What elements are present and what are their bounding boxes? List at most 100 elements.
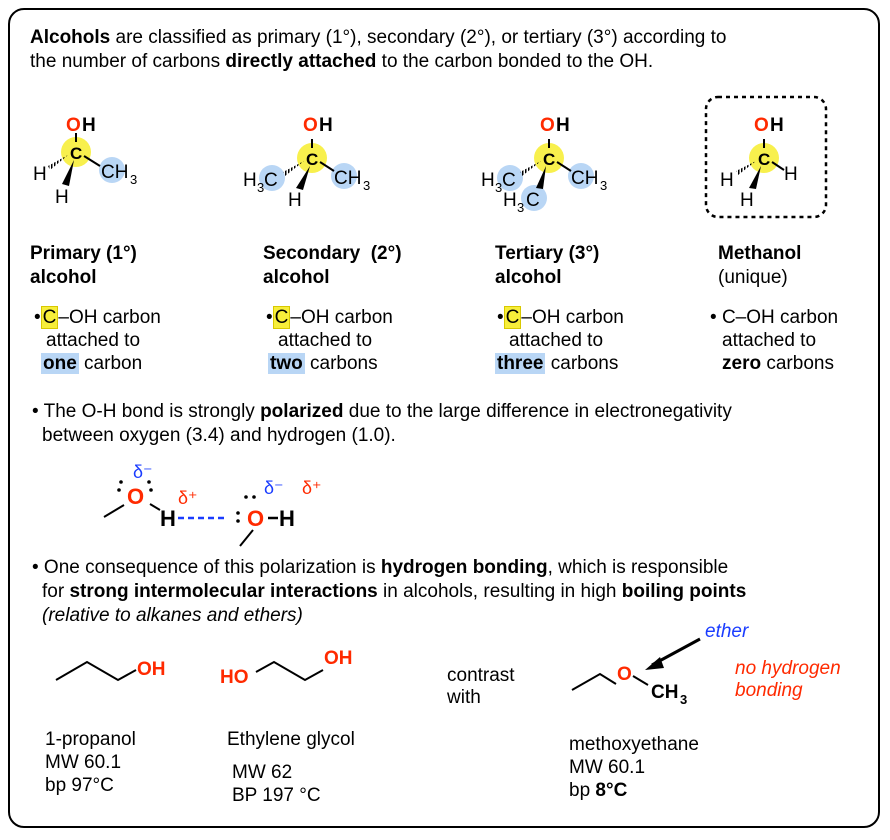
subscript: 3 xyxy=(680,692,687,707)
bullet-text: carbons xyxy=(545,353,619,374)
class-title: Methanol xyxy=(718,243,802,264)
carbon-count: one xyxy=(41,353,79,374)
intro-line-1: Alcohols are classified as primary (1°),… xyxy=(30,26,726,50)
boiling-point: BP 197 °C xyxy=(232,785,321,806)
carbon-count: zero xyxy=(722,353,762,374)
hydrogen-atom: H xyxy=(720,170,734,191)
bullet-count: zero carbons xyxy=(722,352,834,376)
keyword: polarized xyxy=(260,401,344,422)
partial-negative-label: δ⁻ xyxy=(264,478,284,498)
hydrogen-atom: H xyxy=(319,115,333,136)
hydrogen-atom: H xyxy=(556,115,570,136)
hydrogen-atom: H xyxy=(243,170,257,191)
contrast-label: with xyxy=(447,687,481,708)
hydrogen-atom: H xyxy=(82,115,96,136)
hydrogen-atom: H xyxy=(740,190,754,211)
molecular-weight: MW 60.1 xyxy=(569,757,646,778)
bullet-text: attached to xyxy=(722,330,817,351)
bullet-text: attached to xyxy=(46,330,141,351)
bullet-text: carbon xyxy=(78,353,143,374)
text: in alcohols, resulting in high xyxy=(377,581,622,602)
subscript: 3 xyxy=(363,178,370,193)
bullet-mark: • xyxy=(710,307,717,328)
hydrogen-atom: H xyxy=(55,187,69,208)
carbon-atom: C xyxy=(264,170,278,191)
tertiary-alcohol-structure: O H C H 3 C CH 3 H 3 C xyxy=(481,115,607,215)
methyl-group: CH xyxy=(651,682,678,703)
hydrogen-atom: H xyxy=(503,190,517,211)
compound-name: Ethylene glycol xyxy=(227,729,355,750)
carbon-atom: C xyxy=(758,150,770,169)
hydrogen-bond-diagram: δ⁻ O H δ⁺ δ⁻ O H δ⁺ xyxy=(103,462,322,547)
bullet-text: attached to xyxy=(509,330,604,351)
propanol-structure: OH xyxy=(55,659,166,682)
bullet-count: two carbons xyxy=(268,352,378,376)
diagram-frame xyxy=(8,8,880,828)
polarization-line-2: between oxygen (3.4) and hydrogen (1.0). xyxy=(42,425,396,446)
methanol-structure: O H C H H H xyxy=(704,95,828,219)
hydrogen-atom: H xyxy=(279,506,295,531)
class-bullet: • C–OH carbon xyxy=(710,306,838,330)
subscript: 3 xyxy=(257,180,264,195)
keyword: strong intermolecular interactions xyxy=(69,581,378,602)
hydrogen-atom: H xyxy=(481,170,495,191)
ether-label: ether xyxy=(705,621,749,642)
class-title: Primary (1°) xyxy=(30,243,137,264)
methyl-group: CH xyxy=(101,162,128,183)
carbon-atom: C xyxy=(502,170,516,191)
bullet-text: attached to xyxy=(278,330,373,351)
hydroxyl-group: OH xyxy=(137,659,166,680)
oxygen-atom: O xyxy=(247,506,264,531)
no-hbond-label: no hydrogen xyxy=(735,658,841,679)
carbon-atom: C xyxy=(526,190,540,211)
class-bullet: •C–OH carbon xyxy=(266,306,393,330)
keyword: boiling points xyxy=(621,581,747,602)
text: for xyxy=(42,581,70,602)
subscript: 3 xyxy=(130,172,137,187)
intro-text: to the carbon bonded to the OH. xyxy=(376,51,654,72)
intro-text: are classified as primary (1°), secondar… xyxy=(110,27,727,48)
text: • The O-H bond is strongly xyxy=(32,401,261,422)
hydrogen-atom: H xyxy=(288,190,302,211)
methyl-group: CH xyxy=(571,168,598,189)
class-title: Secondary (2°) xyxy=(263,243,402,264)
hydrogen-atom: H xyxy=(770,115,784,136)
boiling-point: bp 97°C xyxy=(45,775,114,796)
molecular-weight: MW 62 xyxy=(232,762,293,783)
bullet-text: –OH carbon xyxy=(290,307,393,328)
class-bullet: •C–OH carbon xyxy=(34,306,161,330)
class-subtitle: alcohol xyxy=(30,267,97,288)
carbon-atom: C xyxy=(70,144,82,163)
text: due to the large difference in electrone… xyxy=(343,401,732,422)
class-title: Tertiary (3°) xyxy=(495,243,600,264)
hbond-line-2: for strong intermolecular interactions i… xyxy=(42,580,746,604)
hydrogen-atom: H xyxy=(33,164,47,185)
no-hbond-label: bonding xyxy=(735,680,803,701)
bullet-mark: • xyxy=(266,307,273,328)
carbon-label: C xyxy=(721,307,736,328)
intro-keyword: Alcohols xyxy=(30,27,111,48)
subscript: 3 xyxy=(600,178,607,193)
primary-alcohol-structure: O H C H H CH 3 xyxy=(33,115,137,208)
hydrogen-atom: H xyxy=(784,164,798,185)
bullet-mark: • xyxy=(34,307,41,328)
partial-positive-label: δ⁺ xyxy=(178,488,198,508)
highlighted-carbon: C xyxy=(40,306,59,329)
ethylene-glycol-structure: HO OH xyxy=(220,648,353,688)
class-subtitle: (unique) xyxy=(718,267,788,288)
oxygen-atom: O xyxy=(754,115,769,136)
carbon-count: three xyxy=(495,353,546,374)
class-bullet: •C–OH carbon xyxy=(497,306,624,330)
carbon-atom: C xyxy=(543,150,555,169)
oxygen-atom: O xyxy=(303,115,318,136)
bullet-text: carbons xyxy=(761,353,834,374)
carbon-count: two xyxy=(268,353,305,374)
text: • One consequence of this polarization i… xyxy=(32,557,381,578)
bullet-text: carbons xyxy=(304,353,378,374)
bullet-mark: • xyxy=(497,307,504,328)
oxygen-atom: O xyxy=(540,115,555,136)
oxygen-atom: O xyxy=(127,484,144,509)
bullet-count: one carbon xyxy=(41,352,142,376)
methoxyethane-structure: O CH 3 xyxy=(571,637,701,707)
